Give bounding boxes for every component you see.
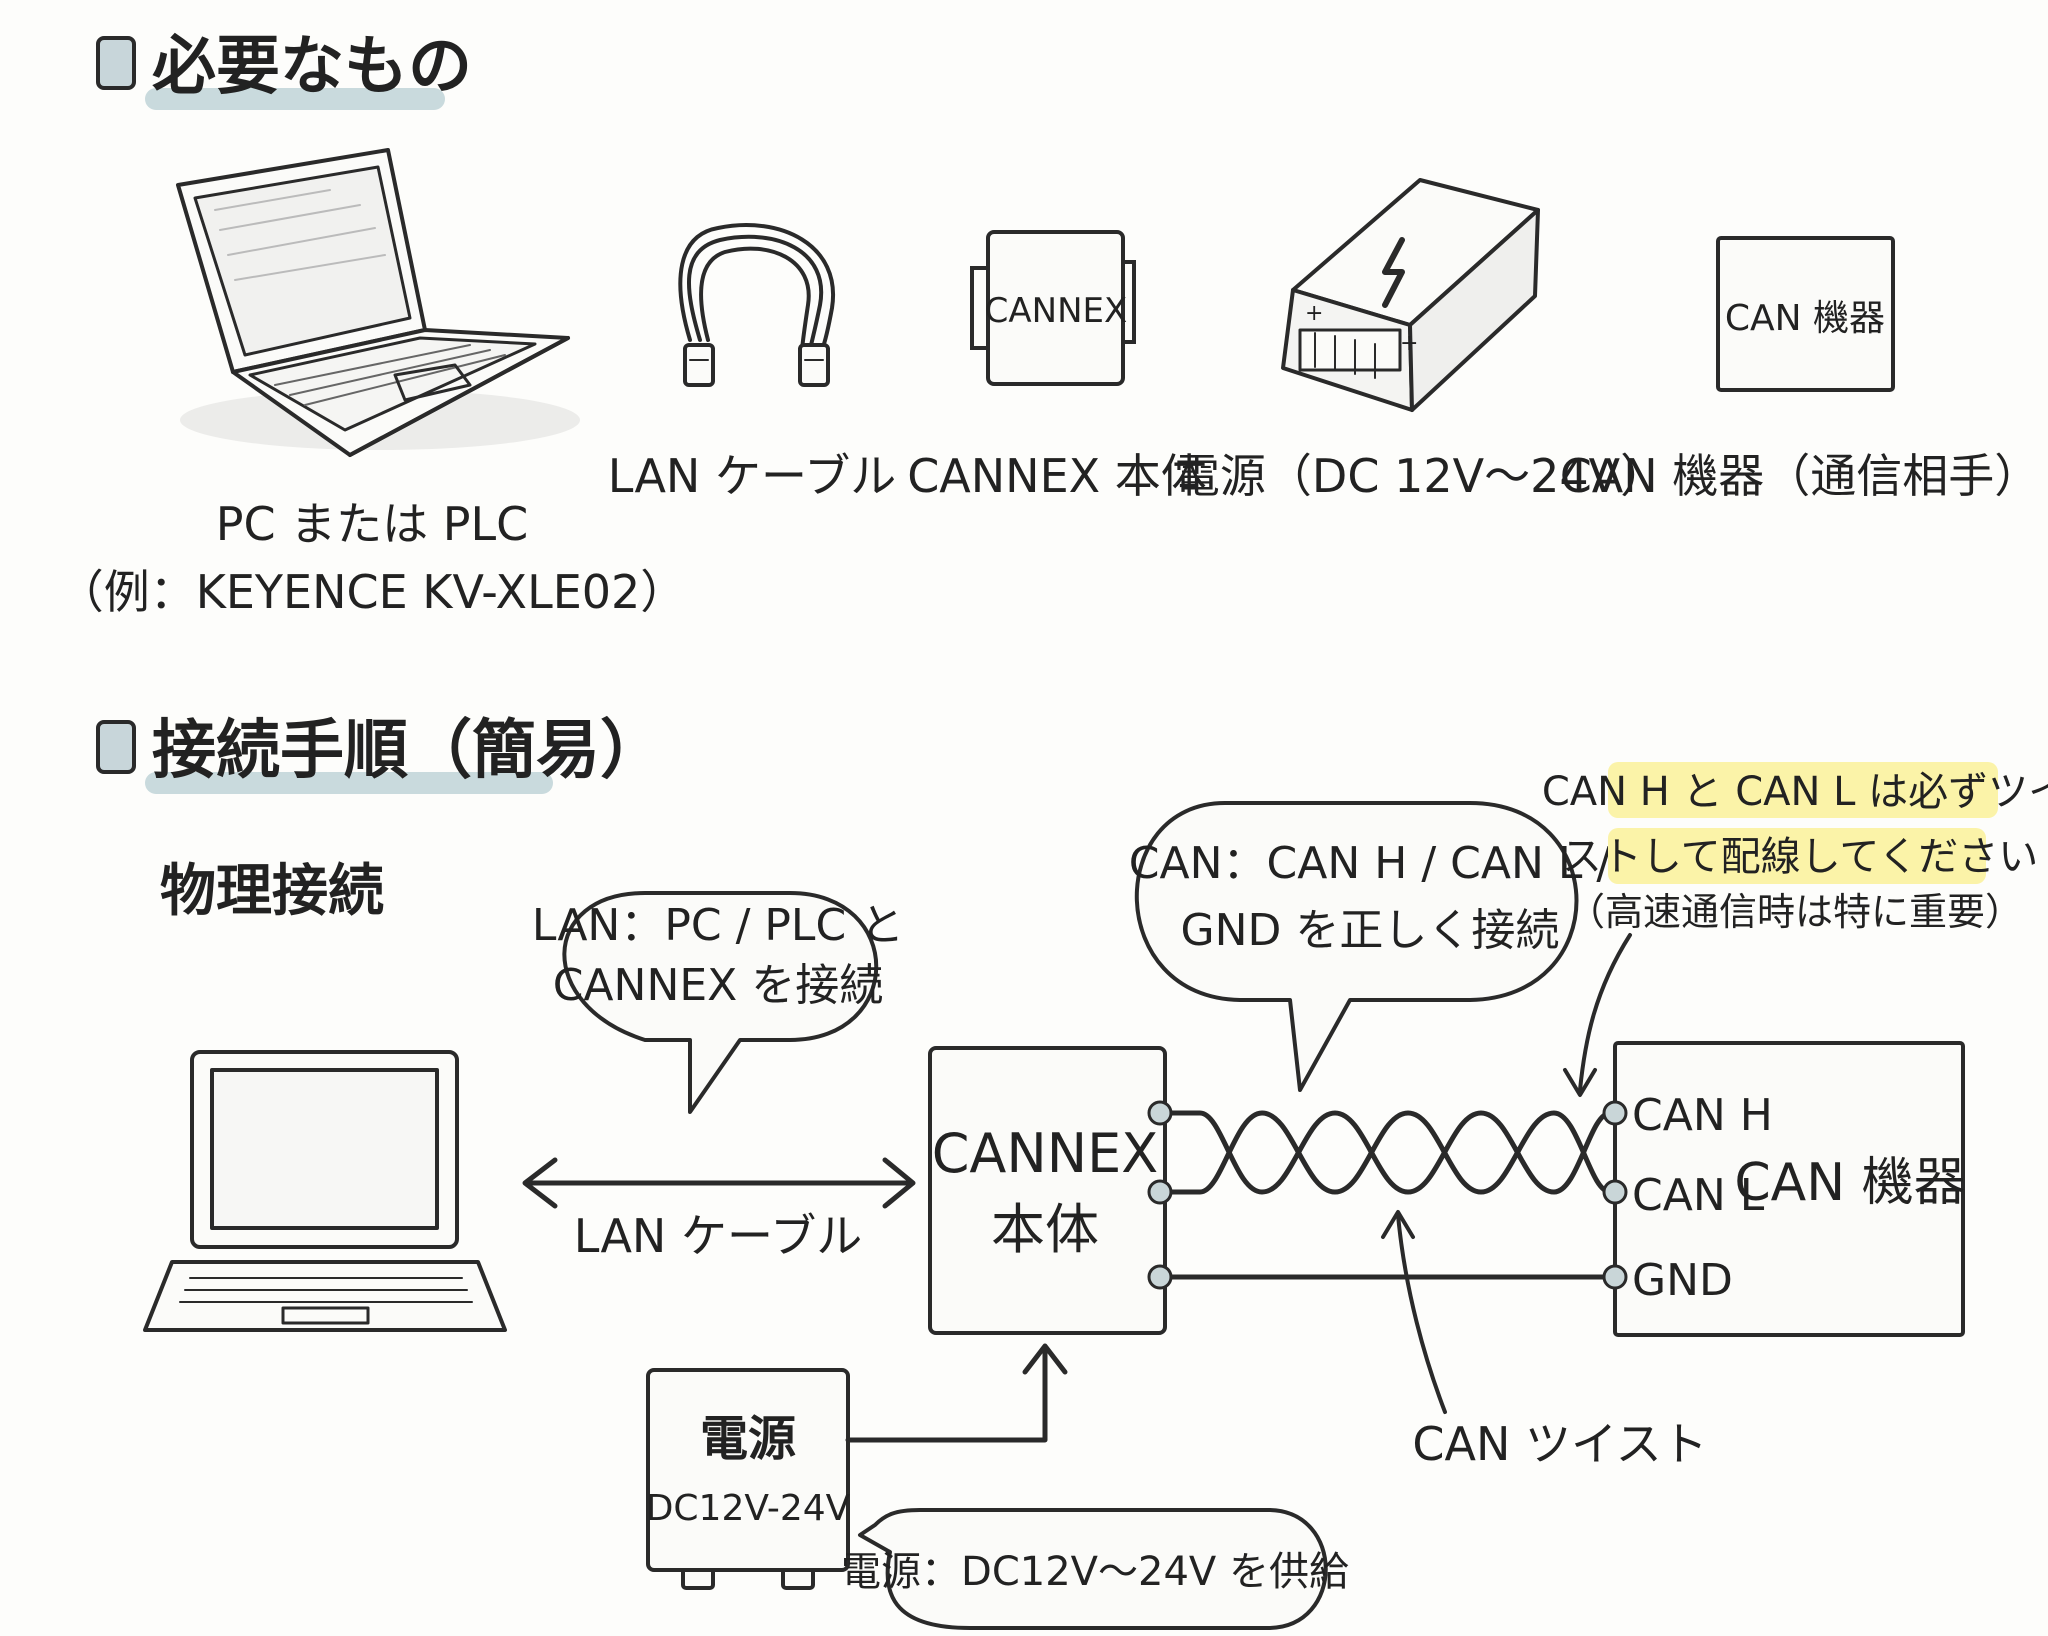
diagram-laptop: [143, 1050, 507, 1332]
power-speech-bubble: 電源：DC12V〜24V を供給: [841, 1508, 1349, 1630]
heading-underline: [145, 88, 445, 110]
power-supply-icon: + +: [1281, 178, 1540, 412]
lan-cable-diagram-label: LAN ケーブル: [574, 1209, 862, 1263]
svg-text:+: +: [1400, 331, 1418, 356]
cannex-terminal: [1147, 1264, 1173, 1290]
note-sub: （高速通信時は特に重要）: [1567, 890, 2023, 934]
pc-label-line2: （例：KEYENCE KV-XLE02）: [58, 565, 687, 619]
can-bubble-line1: CAN：CAN H / CAN L /: [1129, 838, 1612, 889]
section1-heading: 必要なもの: [96, 30, 472, 110]
cannex-box-line1: CANNEX: [932, 1122, 1159, 1185]
section2-title: 接続手順（簡易）: [152, 714, 664, 788]
power-supply-box: 電源 DC12V-24V: [646, 1368, 851, 1590]
power-label: 電源（DC 12V〜24V）: [1174, 449, 1666, 503]
lan-cable-label: LAN ケーブル: [608, 449, 896, 503]
lan-bubble-line1: LAN：PC / PLC と: [532, 900, 904, 951]
can-device-box: CAN H CAN L GND CAN 機器: [1602, 1041, 1966, 1337]
can-device-icon: CAN 機器: [1716, 236, 1895, 392]
pin-gnd: GND: [1632, 1255, 1733, 1306]
cannex-device-text: CANNEX: [985, 291, 1128, 331]
twist-pointer-arrow: [1381, 1210, 1447, 1414]
cannex-device-icon: CANNEX: [970, 230, 1136, 386]
lan-bubble-line2: CANNEX を接続: [553, 960, 884, 1011]
power-bubble-text: 電源：DC12V〜24V を供給: [841, 1549, 1349, 1595]
can-device-text: CAN 機器: [1725, 298, 1885, 339]
note-line1: CAN H と CAN L は必ずツイ: [1542, 769, 2048, 815]
twist-warning-note: CAN H と CAN L は必ずツイ ストして配線してください （高速通信時は…: [1542, 762, 2048, 934]
twist-label: CAN ツイスト: [1412, 1417, 1707, 1471]
can-device-label: CAN 機器（通信相手）: [1560, 449, 2041, 503]
power-box-line2: DC12V-24V: [646, 1488, 851, 1529]
can-speech-bubble: CAN：CAN H / CAN L / GND を正しく接続: [1129, 801, 1612, 1092]
svg-text:+: +: [1305, 301, 1323, 326]
can-terminal: [1602, 1100, 1628, 1126]
cannex-box: CANNEX 本体: [928, 1046, 1173, 1335]
note-pointer-arrow: [1563, 933, 1632, 1097]
cannex-box-line2: 本体: [991, 1198, 1099, 1261]
bookmark-icon: [96, 720, 136, 774]
lan-speech-bubble: LAN：PC / PLC と CANNEX を接続: [532, 891, 904, 1114]
highlight-band: [1608, 762, 1998, 818]
can-terminal: [1602, 1264, 1628, 1290]
can-twisted-pair: [1169, 1110, 1613, 1195]
section2-subtitle: 物理接続: [160, 859, 384, 924]
highlight-band: [1608, 828, 1986, 884]
can-bubble-line2: GND を正しく接続: [1181, 905, 1560, 956]
pc-label-line1: PC または PLC: [216, 497, 529, 551]
cannex-terminal: [1147, 1100, 1173, 1126]
pin-can-h: CAN H: [1632, 1090, 1773, 1141]
laptop-illustration: [176, 148, 580, 457]
lan-cable-icon: [678, 223, 836, 387]
can-terminal: [1602, 1179, 1628, 1205]
can-device-name: CAN 機器: [1734, 1153, 1965, 1213]
power-feed-arrow: [845, 1343, 1068, 1443]
lan-arrow: [522, 1157, 916, 1209]
cannex-terminal: [1147, 1179, 1173, 1205]
cannex-label: CANNEX 本体: [907, 449, 1207, 503]
bookmark-icon: [96, 36, 136, 90]
power-box-line1: 電源: [700, 1411, 796, 1467]
heading-underline: [145, 772, 553, 794]
pin-can-l: CAN L: [1632, 1170, 1765, 1221]
section1-title: 必要なもの: [152, 30, 472, 104]
note-line2: ストして配線してください: [1562, 834, 2038, 880]
section2-heading: 接続手順（簡易）: [96, 714, 664, 794]
